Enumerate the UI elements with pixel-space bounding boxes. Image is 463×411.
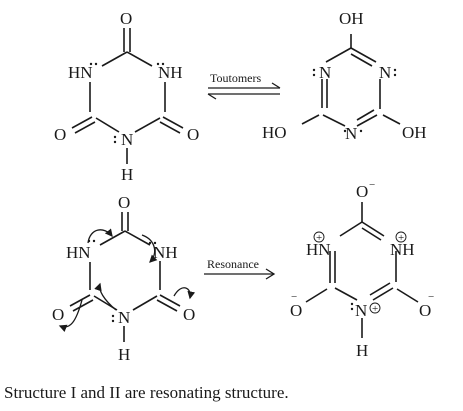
charge-minus-left: − xyxy=(291,291,297,303)
lone-pair-dots xyxy=(89,62,165,144)
atom-o-top-2: O xyxy=(118,193,130,212)
atom-n-left: N xyxy=(319,63,331,82)
zwitterion-labels: O HN NH O O N H − + + − − + xyxy=(290,179,434,360)
atom-hn-left-2: HN xyxy=(66,243,91,262)
atom-hn-left: HN xyxy=(68,63,93,82)
resonance-arrow xyxy=(204,268,276,280)
charge-minus-top: − xyxy=(369,179,375,191)
atom-o-right: O xyxy=(187,125,199,144)
atom-o-top: O xyxy=(120,9,132,28)
enol-labels: OH N N N HO OH xyxy=(262,9,427,143)
enol-lone-pairs xyxy=(312,68,397,133)
resonance-start-labels: O HN NH O O N H xyxy=(52,193,195,364)
atom-o-right-3: O xyxy=(419,301,431,320)
isocyanuric-acid-keto xyxy=(71,28,184,164)
cyanuric-acid-enol xyxy=(301,34,401,127)
caption: Structure I and II are resonating struct… xyxy=(4,383,289,402)
tautomers-label: Toutomers xyxy=(210,71,261,85)
atom-oh-right: OH xyxy=(402,123,427,142)
atom-o-right-2: O xyxy=(183,305,195,324)
keto-labels: O HN NH O O N H xyxy=(54,9,199,184)
charge-plus-left: + xyxy=(316,232,322,244)
atom-h-bottom-2: H xyxy=(118,345,130,364)
zwitterion-charge-circles xyxy=(313,231,407,314)
atom-ho-left: HO xyxy=(262,123,287,142)
zwitterion-dots xyxy=(350,302,354,311)
atom-oh-top: OH xyxy=(339,9,364,28)
atom-hn-left-3: HN xyxy=(306,240,331,259)
atom-n-bottom-enol: N xyxy=(345,124,357,143)
zwitterion-structure xyxy=(305,202,419,338)
atom-h-bottom-3: H xyxy=(356,341,368,360)
atom-n-bottom-3: N xyxy=(355,301,367,320)
atom-nh-right-2: NH xyxy=(153,243,178,262)
tautomer-arrows xyxy=(207,82,281,100)
atom-o-top-3: O xyxy=(356,182,368,201)
atom-nh-right-3: NH xyxy=(390,240,415,259)
charge-plus-right: + xyxy=(398,232,404,244)
atom-o-left: O xyxy=(54,125,66,144)
resonance-label: Resonance xyxy=(207,257,259,271)
atom-n-bottom: N xyxy=(121,130,133,149)
charge-plus-bottom: + xyxy=(372,303,378,315)
curly-arrows xyxy=(58,228,196,333)
atom-n-right: N xyxy=(379,63,391,82)
resonance-start-dots xyxy=(87,239,157,323)
atom-n-bottom-2: N xyxy=(118,308,130,327)
atom-o-left-2: O xyxy=(52,305,64,324)
atom-nh-right: NH xyxy=(158,63,183,82)
charge-minus-right: − xyxy=(428,291,434,303)
atom-h-bottom: H xyxy=(121,165,133,184)
atom-o-left-3: O xyxy=(290,301,302,320)
